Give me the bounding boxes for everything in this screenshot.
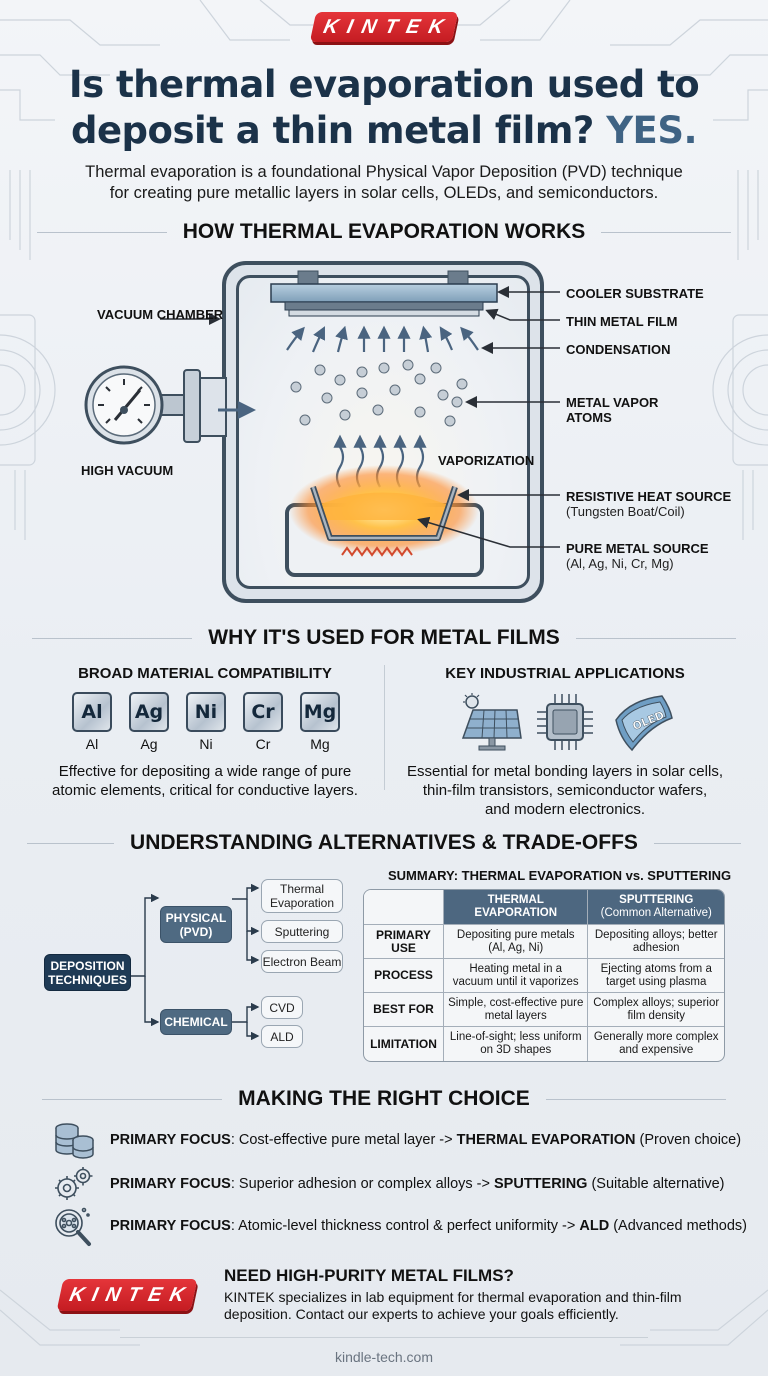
materials-description: Effective for depositing a wide range of… (52, 763, 358, 799)
section-heading-alternatives: UNDERSTANDING ALTERNATIVES & TRADE-OFFS (0, 831, 768, 855)
label-metal-vapor-atoms: METAL VAPOR ATOMS (566, 395, 659, 425)
divider (27, 842, 115, 844)
choice-item: PRIMARY FOCUS: Superior adhesion or comp… (110, 1176, 725, 1192)
page-subtitle: Thermal evaporation is a foundational Ph… (85, 163, 683, 202)
tree-leaf-thermal-evaporation: Thermal Evaporation (261, 879, 343, 913)
comparison-table: THERMAL EVAPORATION SPUTTERING(Common Al… (363, 889, 725, 1062)
cta-body: KINTEK specializes in lab equipment for … (224, 1289, 682, 1322)
divider (36, 231, 167, 233)
section-heading-how-it-works: HOW THERMAL EVAPORATION WORKS (0, 220, 768, 244)
comparison-table-title: SUMMARY: THERMAL EVAPORATION vs. SPUTTER… (388, 868, 732, 883)
table-header-sputtering: SPUTTERING(Common Alternative) (588, 890, 724, 925)
tree-node-physical: PHYSICAL (PVD) (160, 906, 232, 943)
divider (575, 637, 736, 639)
tree-leaf-ald: ALD (261, 1025, 303, 1048)
applications-description: Essential for metal bonding layers in so… (407, 763, 723, 818)
divider (653, 842, 741, 844)
applications-heading: KEY INDUSTRIAL APPLICATIONS (445, 665, 685, 682)
chamber-diagram (84, 270, 560, 577)
microchip-icon (537, 694, 593, 750)
label-thin-metal-film: THIN METAL FILM (566, 314, 678, 329)
tree-leaf-electron-beam: Electron Beam (261, 950, 343, 973)
section-heading-right-choice: MAKING THE RIGHT CHOICE (0, 1087, 768, 1111)
title-answer: YES. (606, 109, 698, 152)
kintek-footer-logo[interactable]: KINTEK (56, 1279, 198, 1311)
tree-node-deposition-techniques: DEPOSITION TECHNIQUES (44, 954, 131, 991)
cta-heading: NEED HIGH-PURITY METAL FILMS? (224, 1266, 514, 1285)
column-divider (384, 665, 385, 790)
label-vaporization: VAPORIZATION (438, 453, 535, 468)
divider (601, 231, 732, 233)
section-heading-why-used: WHY IT'S USED FOR METAL FILMS (0, 626, 768, 650)
table-row: PRIMARY USE Depositing pure metals (Al, … (364, 925, 724, 959)
label-vacuum-chamber: VACUUM CHAMBER (97, 307, 224, 322)
footer-divider (120, 1337, 648, 1338)
materials-heading: BROAD MATERIAL COMPATIBILITY (78, 665, 332, 682)
divider (545, 1098, 726, 1100)
divider (32, 637, 193, 639)
gears-icon (55, 1167, 93, 1200)
label-condensation: CONDENSATION (566, 342, 671, 357)
choice-item: PRIMARY FOCUS: Cost-effective pure metal… (110, 1132, 742, 1148)
solar-panel-icon (461, 693, 522, 751)
tree-leaf-sputtering: Sputtering (261, 920, 343, 943)
tree-node-chemical: CHEMICAL (160, 1009, 232, 1035)
coin-stack-icon (55, 1123, 94, 1159)
magnifier-atom-icon (55, 1207, 91, 1246)
page-title: Is thermal evaporation used to deposit a… (68, 63, 700, 152)
label-pure-metal-source: PURE METAL SOURCE (Al, Ag, Ni, Cr, Mg) (566, 541, 709, 571)
divider (42, 1098, 223, 1100)
website-link[interactable]: kindle-tech.com (334, 1349, 434, 1365)
choice-item: PRIMARY FOCUS: Atomic-level thickness co… (110, 1218, 748, 1234)
tree-leaf-cvd: CVD (261, 996, 303, 1019)
table-row: LIMITATION Line-of-sight; less uniform o… (364, 1027, 724, 1061)
tree-connectors (131, 883, 260, 1041)
table-row: BEST FOR Simple, cost-effective pure met… (364, 993, 724, 1027)
label-resistive-heat-source: RESISTIVE HEAT SOURCE (Tungsten Boat/Coi… (566, 489, 732, 519)
oled-display-icon: OLED (615, 695, 673, 752)
table-row: PROCESS Heating metal in a vacuum until … (364, 959, 724, 993)
table-header-thermal: THERMAL EVAPORATION (444, 890, 589, 925)
label-high-vacuum: HIGH VACUUM (81, 463, 174, 478)
table-corner (364, 890, 444, 925)
label-cooler-substrate: COOLER SUBSTRATE (566, 286, 704, 301)
